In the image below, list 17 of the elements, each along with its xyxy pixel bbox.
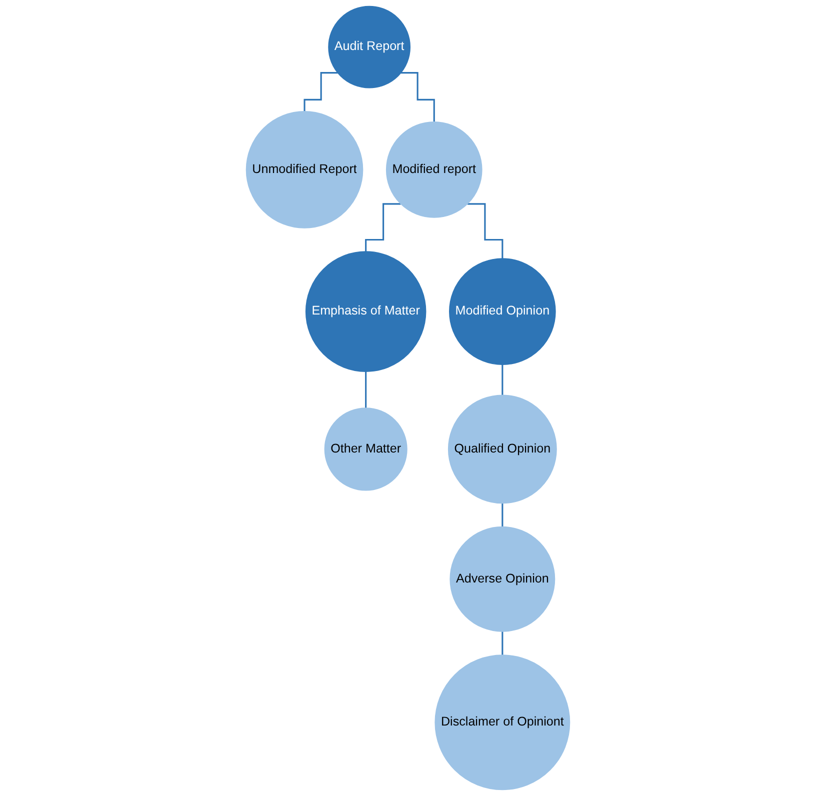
node-circle: Modified Opinion	[449, 258, 556, 365]
connector	[502, 364, 504, 396]
connector	[365, 370, 367, 409]
connector	[502, 630, 504, 656]
connector	[365, 203, 401, 252]
connector	[502, 502, 504, 528]
node-circle: Unmodified Report	[246, 111, 364, 228]
connector	[304, 72, 338, 112]
node-circle: Audit Report	[328, 6, 411, 88]
node-circle: Disclaimer of Opiniont	[434, 654, 570, 790]
node-circle: Adverse Opinion	[450, 526, 556, 632]
node-circle: Other Matter	[324, 408, 408, 491]
connector	[467, 203, 504, 260]
connector	[401, 72, 435, 123]
node-circle: Modified report	[386, 122, 482, 218]
node-circle: Emphasis of Matter	[305, 251, 426, 372]
node-circle: Qualified Opinion	[448, 394, 557, 504]
